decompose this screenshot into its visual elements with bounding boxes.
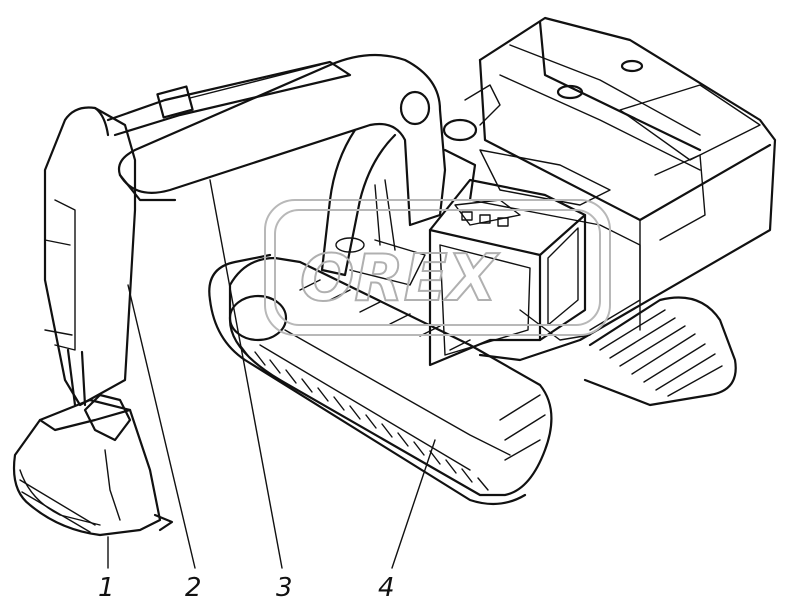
idler-wheel [228, 294, 288, 342]
callout-3: 3 [276, 573, 293, 603]
callout-4: 4 [378, 573, 395, 603]
cap-icon [556, 84, 584, 100]
callout-labels: 1 2 3 4 [98, 573, 395, 603]
callout-1: 1 [98, 573, 115, 603]
watermark-logo: OREX [264, 199, 611, 336]
boom [117, 53, 501, 286]
callout-2: 2 [185, 573, 202, 603]
upper-structure [469, 16, 777, 362]
leader-line-3 [209, 179, 283, 569]
watermark-text: OREX [300, 242, 499, 316]
track-frame [208, 253, 553, 506]
leader-lines [107, 179, 436, 569]
leader-line-2 [127, 284, 196, 569]
bucket [12, 393, 174, 537]
stick [43, 106, 137, 407]
leader-line-4 [391, 439, 436, 569]
arm-cylinder [106, 60, 352, 137]
rear-track [583, 296, 737, 407]
cap-icon [620, 59, 644, 73]
